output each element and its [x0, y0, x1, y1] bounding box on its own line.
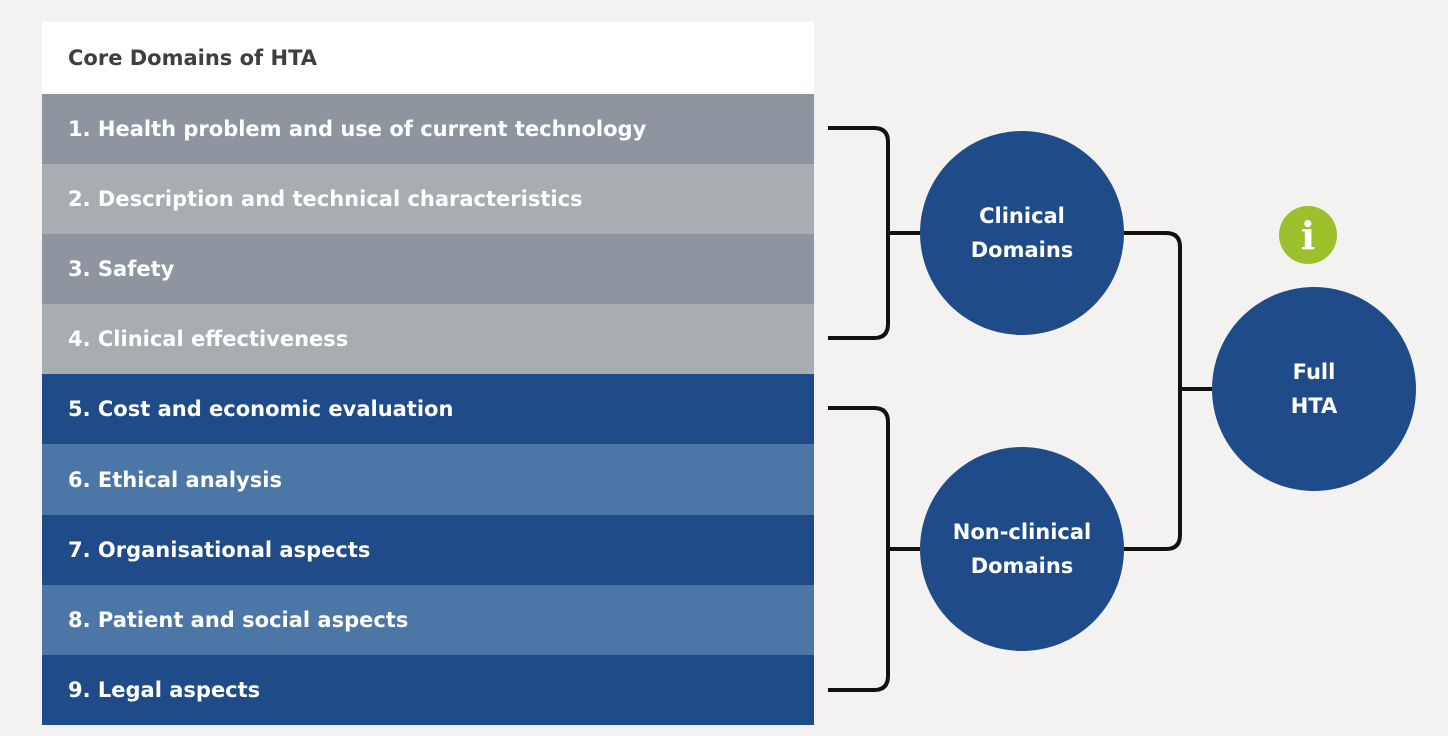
domain-row: 8. Patient and social aspects [42, 584, 814, 655]
nonclinical-domains-label: Non-clinical Domains [952, 520, 1092, 578]
domain-row: 2. Description and technical characteris… [42, 164, 814, 235]
clinical-bracket [828, 126, 890, 340]
full-hta-label: Full HTA [1290, 360, 1338, 418]
nonclinical-domains-circle: Non-clinical Domains [920, 447, 1124, 651]
info-icon[interactable]: i [1279, 206, 1337, 264]
table-title: Core Domains of HTA [42, 22, 814, 94]
domain-row: 5. Cost and economic evaluation [42, 374, 814, 445]
clinical-domains-circle: Clinical Domains [920, 131, 1124, 335]
full-hta-connector [1124, 231, 1182, 551]
domain-list: 1. Health problem and use of current tec… [42, 94, 814, 725]
domain-row: 4. Clinical effectiveness [42, 304, 814, 375]
domain-row: 9. Legal aspects [42, 654, 814, 725]
clinical-domains-label: Clinical Domains [970, 204, 1074, 262]
core-domains-table: Core Domains of HTA 1. Health problem an… [42, 22, 814, 725]
domain-row: 6. Ethical analysis [42, 444, 814, 515]
domain-row: 7. Organisational aspects [42, 514, 814, 585]
nonclinical-bracket [828, 406, 890, 692]
domain-row: 1. Health problem and use of current tec… [42, 94, 814, 165]
domain-row: 3. Safety [42, 234, 814, 305]
full-hta-circle: Full HTA [1212, 287, 1416, 491]
